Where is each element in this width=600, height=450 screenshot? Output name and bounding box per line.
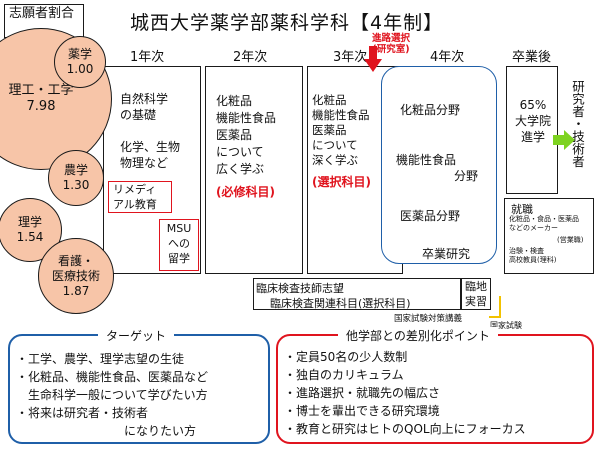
field-pharmaceuticals: 医薬品分野 [400, 209, 461, 223]
differentiation-box: 他学部との差別化ポイント ・定員50名の少人数制 ・独自のカリキュラム ・進路選… [276, 327, 594, 444]
target-title: ターゲット [98, 327, 175, 344]
bubble-label: 理学 [17, 215, 42, 229]
exam-bracket [489, 296, 501, 318]
national-exam-label: 国家試験 [490, 321, 522, 330]
field-functional-food: 機能性食品 [396, 153, 457, 167]
year-header-2: 2年次 [233, 50, 268, 65]
bubble-label: 理工・工学 [8, 82, 74, 98]
employment-sales-note: (営業職) [557, 236, 584, 244]
differentiation-item: ・独自のカリキュラム [284, 368, 404, 382]
graduation-research: 卒業研究 [422, 247, 471, 261]
target-box: ターゲット ・工学、農学、理学志望の生徒 ・化粧品、機能性食品、医薬品など 生命… [8, 327, 270, 444]
bubble-value: 1.00 [66, 62, 94, 76]
path-selection-label: 進路選択 (研究室) [372, 33, 411, 55]
target-item: ・将来は研究者・技術者 になりたい方 [16, 406, 197, 438]
year-header-4: 4年次 [430, 50, 465, 65]
year-header-grad: 卒業後 [512, 50, 552, 65]
grad-school-box: 65% 大学院 進学 [506, 66, 558, 194]
employment-box: 就職 化粧品・食品・医薬品 などのメーカー (営業職) 治験・検査 高校教員(理… [504, 198, 594, 274]
differentiation-item: ・教育と研究はヒトのQOL向上にフォーカス [284, 422, 526, 436]
field-functional-food-suffix: 分野 [454, 169, 479, 183]
bubble-label: 看護・ 医療技術 [51, 253, 100, 283]
year3-text: 化粧品 機能性食品 医薬品 について 深く学ぶ [312, 93, 370, 167]
differentiation-item: ・博士を輩出できる研究環境 [284, 404, 440, 418]
remedial-box: リメディ アル教育 [108, 181, 172, 213]
target-item: ・工学、農学、理学志望の生徒 [16, 352, 185, 366]
corner-label-text: 志願者割合 [9, 6, 75, 21]
bubble-value: 1.87 [62, 283, 90, 298]
differentiation-title: 他学部との差別化ポイント [338, 327, 498, 344]
clinical-box: 臨床検査技師志望 臨床検査関連科目(選択科目) [253, 278, 461, 310]
bubble-value: 1.54 [16, 230, 44, 244]
bubble-label: 農学 [63, 163, 88, 177]
differentiation-item: ・定員50名の少人数制 [284, 350, 408, 364]
year-header-1: 1年次 [130, 50, 165, 65]
employment-title: 就職 [511, 203, 533, 216]
differentiation-item: ・進路選択・就職先の幅広さ [284, 386, 441, 400]
bubble-engineering: 理工・工学 7.98 [0, 28, 112, 170]
path-selection-arrow-icon [364, 46, 382, 72]
career-arrow-icon [553, 130, 575, 150]
year4-box: 化粧品分野 機能性食品 分野 医薬品分野 卒業研究 [381, 66, 497, 264]
target-item: ・化粧品、機能性食品、医薬品など 生命科学一般について学びたい方 [16, 370, 209, 402]
year2-text: 化粧品 機能性食品 医薬品 について 広く学ぶ [216, 94, 277, 176]
bubble-value: 1.30 [62, 178, 90, 192]
bubble-nursing: 看護・ 医療技術 1.87 [38, 238, 114, 314]
bubble-value: 7.98 [26, 99, 56, 114]
career-text: 研究者・技術者 [570, 80, 585, 168]
exam-prep-lecture: 国家試験対策講義 [394, 314, 463, 324]
practicum-box: 臨地 実習 [461, 278, 491, 310]
clinical-courses: 臨床検査関連科目(選択科目) [270, 297, 411, 310]
grad-school-text: 65% 大学院 進学 [514, 98, 551, 144]
year2-box: 化粧品 機能性食品 医薬品 について 広く学ぶ (必修科目) [205, 66, 303, 274]
bubble-pharmacy: 薬学 1.00 [54, 36, 106, 88]
page-title: 城西大学薬学部薬科学科【4年制】 [130, 12, 444, 34]
employment-clinical-teacher: 治験・検査 高校教員(理科) [509, 247, 557, 264]
bubble-label: 薬学 [67, 47, 92, 61]
year1-box: 自然科学 の基礎 化学、生物 物理など リメディ アル教育 MSU への 留学 [103, 66, 201, 274]
bubble-agriculture: 農学 1.30 [48, 150, 104, 206]
year-header-3: 3年次 [333, 50, 368, 65]
field-cosmetics: 化粧品分野 [400, 103, 461, 117]
clinical-aspiration: 臨床検査技師志望 [256, 282, 344, 295]
elective-label: (選択科目) [312, 175, 371, 189]
msu-box: MSU への 留学 [159, 219, 199, 271]
required-label: (必修科目) [216, 185, 275, 199]
year1-text: 自然科学 の基礎 化学、生物 物理など [120, 92, 181, 170]
employment-makers: 化粧品・食品・医薬品 などのメーカー [509, 215, 579, 232]
